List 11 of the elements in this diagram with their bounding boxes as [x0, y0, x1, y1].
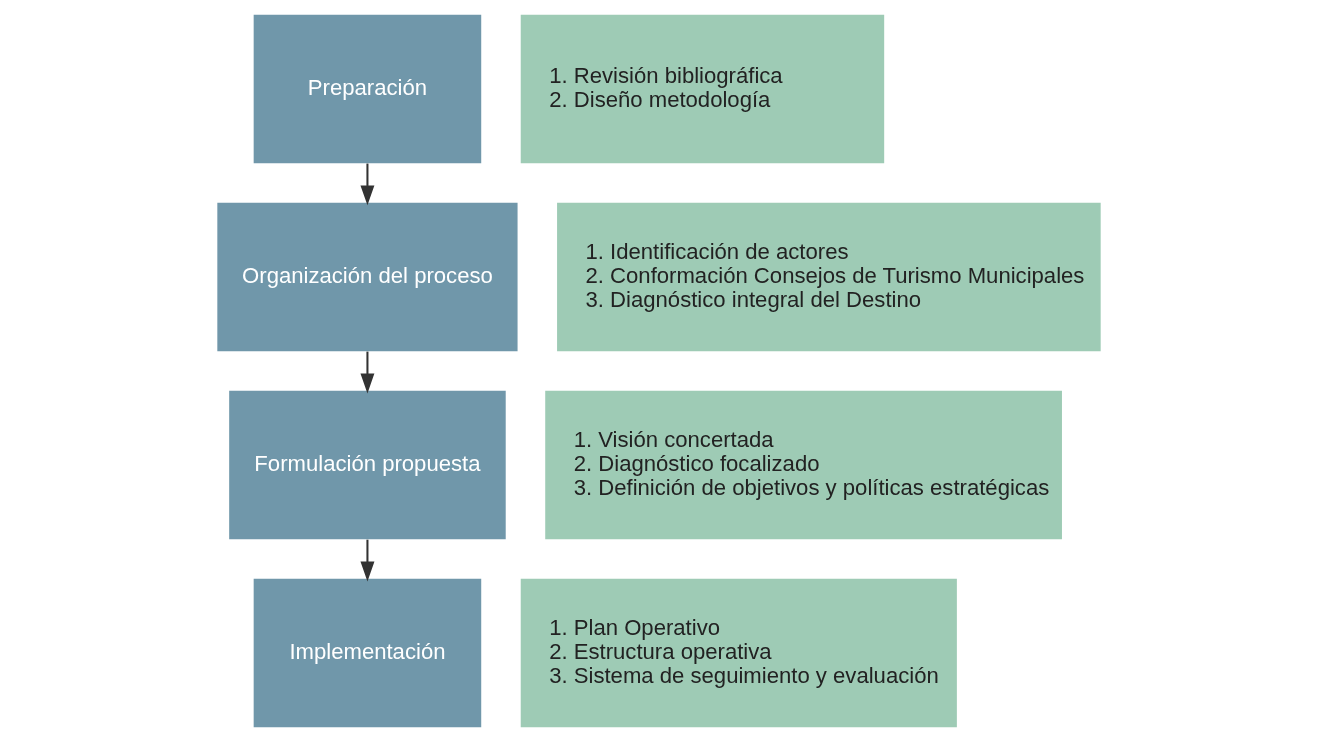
node-box: 1. Visión concertada 2. Diagnóstico focalizado 3. Definición de objetivos y políticas estratégicas [545, 390, 1062, 540]
node-box: Organización del proceso [217, 202, 518, 352]
node-box: 1. Revisión bibliográfica 2. Diseño metodología [520, 14, 885, 164]
node-box: Implementación [253, 578, 482, 728]
arrow [360, 539, 375, 582]
node-box: Formulación propuesta [229, 390, 506, 540]
node-box: 1. Identificación de actores 2. Conformación Consejos de Turismo Municipales 3. Diagnóstico integral del Destino [557, 202, 1101, 352]
arrow [360, 351, 375, 394]
node-box: 1. Plan Operativo 2. Estructura operativa 3. Sistema de seguimiento y evaluación [520, 578, 957, 728]
node-box: Preparación [253, 14, 482, 164]
arrow [360, 163, 375, 206]
